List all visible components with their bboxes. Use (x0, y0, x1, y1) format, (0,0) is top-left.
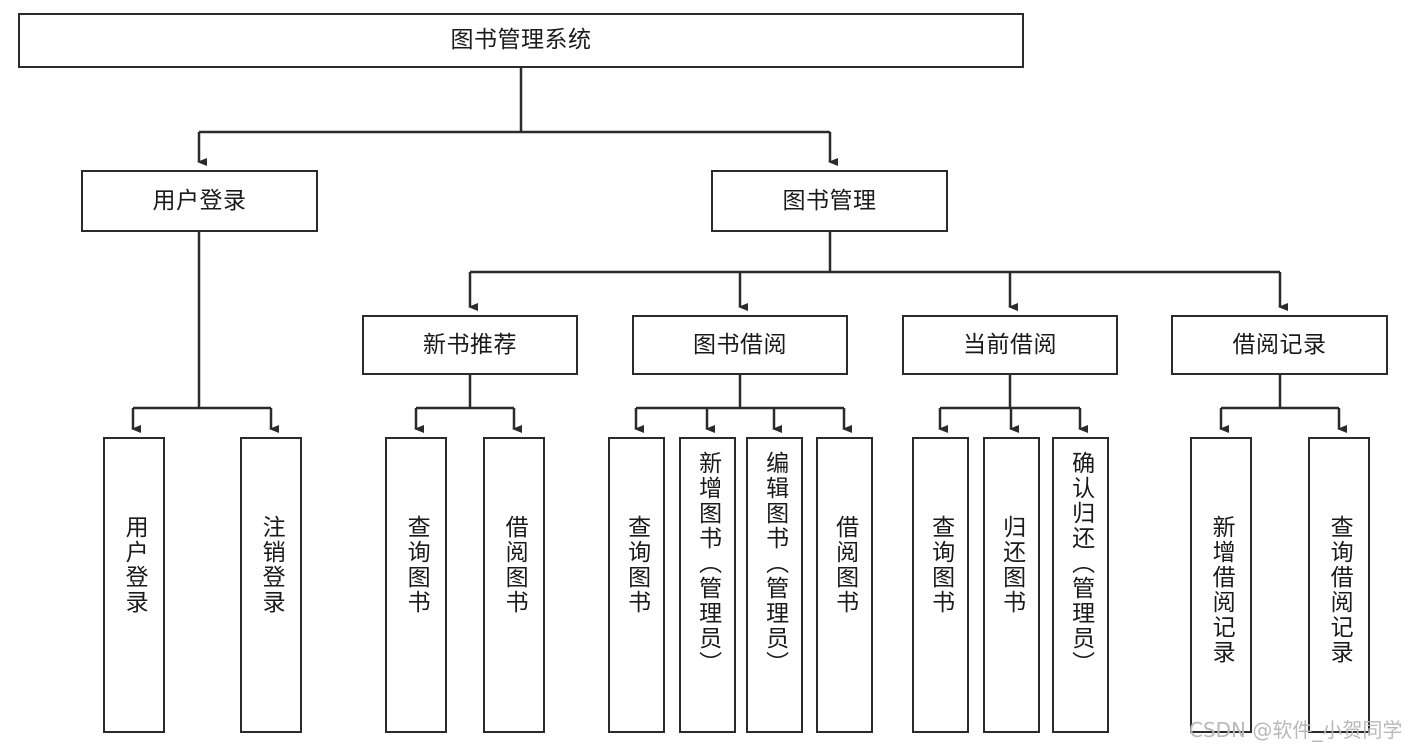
node-leaf-query-record[interactable]: 查询借阅记录 (1308, 437, 1370, 733)
node-new-book-rec-label: 新书推荐 (423, 331, 517, 358)
node-borrow-record-label: 借阅记录 (1232, 331, 1327, 358)
node-leaf-add-record-label: 新增借阅记录 (1208, 515, 1235, 665)
node-leaf-query-book-3-label: 查询图书 (927, 515, 954, 615)
node-current-borrow[interactable]: 当前借阅 (902, 315, 1118, 375)
node-leaf-query-book-2-label: 查询图书 (623, 515, 650, 615)
node-leaf-edit-book-label: 编辑图书（管理员） (761, 451, 788, 676)
node-leaf-confirm-return-label: 确认归还（管理员） (1067, 451, 1094, 676)
node-user-login-label: 用户登录 (152, 187, 247, 214)
node-root[interactable]: 图书管理系统 (18, 13, 1024, 68)
node-leaf-query-record-label: 查询借阅记录 (1326, 515, 1353, 665)
node-book-manage[interactable]: 图书管理 (711, 170, 948, 232)
node-leaf-return-book[interactable]: 归还图书 (983, 437, 1040, 733)
node-leaf-add-record[interactable]: 新增借阅记录 (1190, 437, 1252, 733)
node-root-label: 图书管理系统 (450, 27, 592, 54)
node-leaf-query-book-2[interactable]: 查询图书 (608, 437, 665, 733)
node-leaf-add-book-label: 新增图书（管理员） (694, 451, 721, 676)
node-leaf-borrow-book-1[interactable]: 借阅图书 (483, 437, 545, 733)
node-leaf-query-book-3[interactable]: 查询图书 (912, 437, 969, 733)
node-current-borrow-label: 当前借阅 (963, 331, 1057, 358)
node-leaf-query-book-1-label: 查询图书 (403, 515, 430, 615)
node-leaf-user-logout[interactable]: 注销登录 (240, 437, 302, 733)
node-leaf-borrow-book-2-label: 借阅图书 (831, 515, 858, 615)
node-user-login[interactable]: 用户登录 (81, 170, 318, 232)
node-leaf-query-book-1[interactable]: 查询图书 (385, 437, 447, 733)
node-leaf-borrow-book-1-label: 借阅图书 (501, 515, 528, 615)
csdn-watermark: CSDN @软件_小贺同学 (1189, 718, 1403, 742)
node-leaf-borrow-book-2[interactable]: 借阅图书 (816, 437, 873, 733)
node-leaf-edit-book[interactable]: 编辑图书（管理员） (746, 437, 803, 733)
node-book-borrow-label: 图书借阅 (693, 331, 787, 358)
node-leaf-user-login-label: 用户登录 (121, 515, 148, 615)
node-book-manage-label: 图书管理 (782, 187, 877, 214)
node-leaf-user-logout-label: 注销登录 (258, 515, 285, 615)
node-leaf-confirm-return[interactable]: 确认归还（管理员） (1052, 437, 1109, 733)
node-new-book-rec[interactable]: 新书推荐 (362, 315, 578, 375)
node-leaf-add-book[interactable]: 新增图书（管理员） (679, 437, 736, 733)
node-leaf-user-login[interactable]: 用户登录 (103, 437, 165, 733)
node-leaf-return-book-label: 归还图书 (998, 515, 1025, 615)
node-book-borrow[interactable]: 图书借阅 (632, 315, 848, 375)
node-borrow-record[interactable]: 借阅记录 (1171, 315, 1388, 375)
